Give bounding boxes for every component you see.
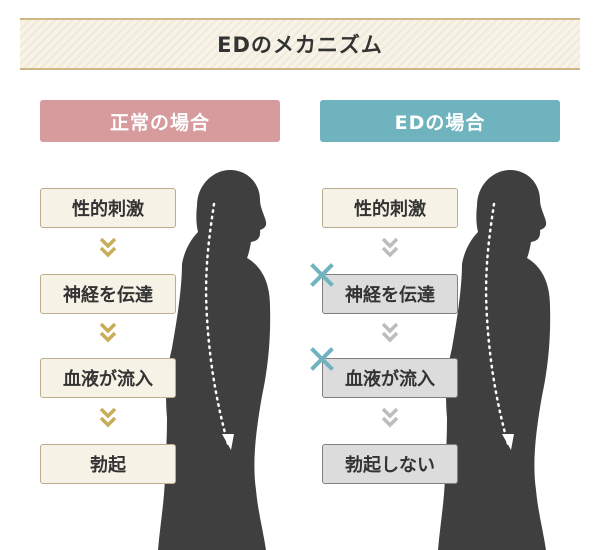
body-silhouette-ed [438, 170, 551, 550]
chevron-double-down-icon [381, 237, 399, 258]
ed-step-4: 勃起しない [322, 444, 458, 484]
ed-step-3: 血液が流入 [322, 358, 458, 398]
normal-step-1: 性的刺激 [40, 188, 176, 228]
spine-dotted-line [484, 202, 510, 446]
normal-step-3: 血液が流入 [40, 358, 176, 398]
chevron-double-down-icon [99, 407, 117, 428]
chevron-double-down-icon [381, 407, 399, 428]
spine-arrow-head [222, 434, 234, 450]
cross-icon [310, 347, 334, 371]
chevron-double-down-icon [381, 322, 399, 343]
chevron-double-down-icon [99, 237, 117, 258]
spine-dotted-line [204, 202, 230, 446]
ed-step-2: 神経を伝達 [322, 274, 458, 314]
cross-icon [310, 263, 334, 287]
title-banner: EDのメカニズム [20, 18, 580, 70]
chevron-double-down-icon [99, 322, 117, 343]
body-silhouette-normal [158, 170, 271, 550]
normal-step-2: 神経を伝達 [40, 274, 176, 314]
ed-case-header: EDの場合 [320, 100, 560, 142]
ed-step-1: 性的刺激 [322, 188, 458, 228]
banner-title: EDのメカニズム [217, 33, 383, 57]
normal-case-header: 正常の場合 [40, 100, 280, 142]
silhouette-shape [158, 170, 271, 550]
silhouette-shape [438, 170, 551, 550]
spine-arrow-head [502, 434, 514, 450]
normal-step-4: 勃起 [40, 444, 176, 484]
